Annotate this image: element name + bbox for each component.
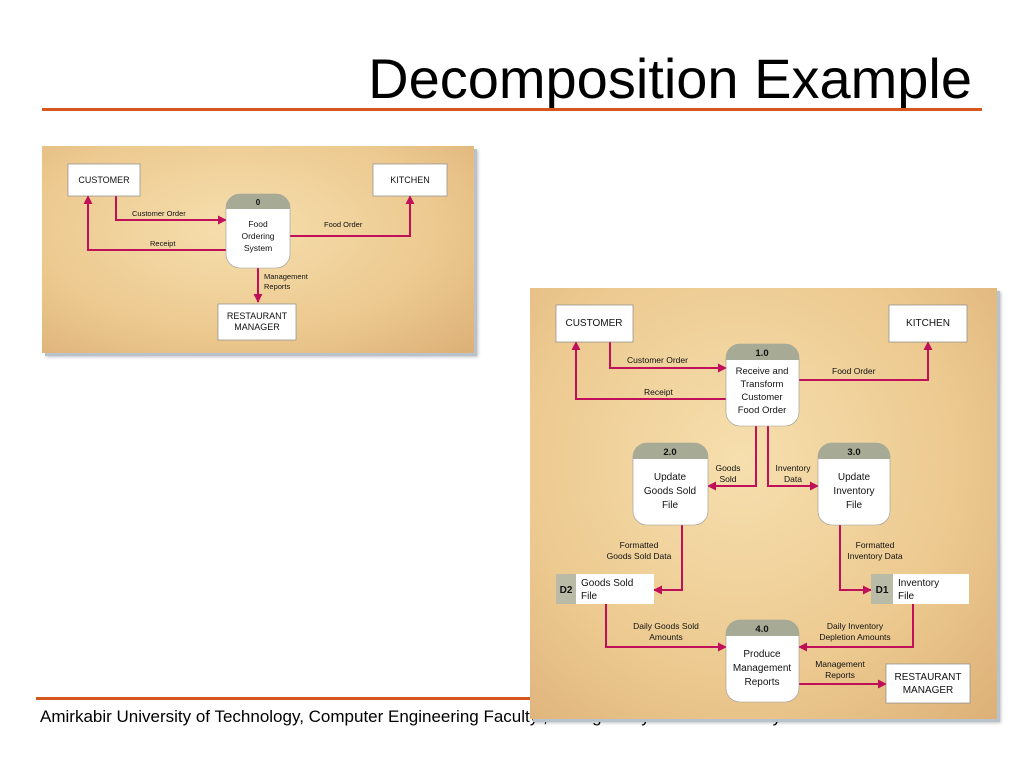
- entity-kitchen-label: KITCHEN: [390, 175, 430, 185]
- process-2-0-name-line3: File: [662, 500, 679, 511]
- data-store-d1-name-line1: Inventory: [898, 578, 939, 589]
- data-store-d2-id: D2: [560, 585, 573, 596]
- label-goods-sold-line1: Goods: [715, 463, 740, 473]
- label-food-order: Food Order: [324, 220, 363, 229]
- process-1-0-id: 1.0: [755, 348, 768, 359]
- level0-diagram: CUSTOMER KITCHEN RESTAURANT MANAGER 1.0 …: [530, 288, 997, 719]
- process-1-0-name-line1: Receive and: [736, 366, 789, 377]
- process-2-0-name-line1: Update: [654, 472, 687, 483]
- entity-kitchen: KITCHEN: [372, 163, 448, 197]
- flow-receipt: [83, 195, 226, 251]
- process-4-0: 4.0 Produce Management Reports: [725, 619, 800, 703]
- process-3-0: 3.0 Update Inventory File: [817, 442, 891, 526]
- data-store-d2-name-line1: Goods Sold: [581, 578, 633, 589]
- process-4-0-id: 4.0: [755, 624, 768, 635]
- label-daily-inventory-line2: Depletion Amounts: [819, 632, 890, 642]
- flow-food-order: [798, 341, 933, 381]
- label-formatted-inventory-line2: Inventory Data: [847, 551, 903, 561]
- process-4-0-name-line1: Produce: [743, 649, 781, 660]
- entity-restaurant-manager: RESTAURANT MANAGER: [217, 303, 297, 341]
- process-0-id: 0: [256, 198, 261, 207]
- context-diagram-svg: CUSTOMER KITCHEN RESTAURANT MANAGER 0 Fo…: [67, 163, 448, 341]
- label-formatted-goods-sold-line1: Formatted: [620, 540, 659, 550]
- label-management-reports-line2: Reports: [264, 282, 291, 291]
- flow-goods-sold: [707, 426, 757, 491]
- label-daily-goods-sold-line1: Daily Goods Sold: [633, 621, 699, 631]
- data-store-d1: D1 Inventory File: [871, 574, 969, 604]
- flow-inventory-data: [767, 426, 819, 491]
- level0-diagram-svg: CUSTOMER KITCHEN RESTAURANT MANAGER 1.0 …: [555, 304, 971, 704]
- process-2-0-name-line2: Goods Sold: [644, 486, 696, 497]
- label-formatted-goods-sold-line2: Goods Sold Data: [607, 551, 672, 561]
- process-4-0-name-line3: Reports: [744, 677, 779, 688]
- process-3-0-id: 3.0: [847, 447, 860, 458]
- manager-label-line2: MANAGER: [903, 685, 954, 696]
- data-store-d1-id: D1: [876, 585, 889, 596]
- data-store-d2: D2 Goods Sold File: [556, 574, 654, 604]
- flow-customer-order: [115, 196, 227, 225]
- slide-title: Decomposition Example: [368, 47, 972, 110]
- label-management-reports-line2: Reports: [825, 670, 855, 680]
- flow-formatted-inventory-data: [839, 525, 872, 595]
- footer-rule: [36, 697, 536, 700]
- flow-food-order: [290, 195, 415, 237]
- context-diagram: CUSTOMER KITCHEN RESTAURANT MANAGER 0 Fo…: [42, 146, 474, 353]
- process-1-0-name-line3: Customer: [741, 392, 782, 403]
- label-goods-sold-line2: Sold: [719, 474, 736, 484]
- label-inventory-data-line2: Data: [784, 474, 802, 484]
- entity-customer: CUSTOMER: [555, 304, 634, 343]
- process-0-name-line1: Food: [248, 219, 268, 229]
- flow-daily-goods-sold-amounts: [605, 604, 727, 652]
- entity-kitchen: KITCHEN: [888, 304, 968, 343]
- process-3-0-name-line3: File: [846, 500, 863, 511]
- entity-restaurant-manager: RESTAURANT MANAGER: [885, 663, 971, 704]
- process-4-0-name-line2: Management: [733, 663, 792, 674]
- label-customer-order: Customer Order: [627, 355, 688, 365]
- label-customer-order: Customer Order: [132, 209, 186, 218]
- label-receipt: Receipt: [150, 239, 176, 248]
- data-store-d2-name-line2: File: [581, 591, 598, 602]
- process-0: 0 Food Ordering System: [225, 193, 291, 269]
- flow-receipt: [571, 341, 726, 400]
- process-1-0-name-line4: Food Order: [738, 405, 787, 416]
- process-1-0-name-line2: Transform: [741, 379, 784, 390]
- label-management-reports-line1: Management: [264, 272, 309, 281]
- flow-formatted-goods-sold-data: [653, 525, 683, 595]
- process-1-0: 1.0 Receive and Transform Customer Food …: [725, 343, 800, 427]
- entity-customer: CUSTOMER: [67, 163, 141, 197]
- manager-label-line2: MANAGER: [234, 322, 280, 332]
- process-0-name-line3: System: [244, 243, 272, 253]
- process-3-0-name-line1: Update: [838, 472, 871, 483]
- process-0-name-line2: Ordering: [241, 231, 274, 241]
- flow-daily-inventory-depletion: [798, 604, 914, 652]
- entity-customer-label: CUSTOMER: [565, 318, 622, 329]
- process-3-0-name-line2: Inventory: [833, 486, 874, 497]
- label-management-reports-line1: Management: [815, 659, 865, 669]
- process-2-0-id: 2.0: [663, 447, 676, 458]
- label-food-order: Food Order: [832, 366, 876, 376]
- entity-kitchen-label: KITCHEN: [906, 318, 950, 329]
- process-2-0: 2.0 Update Goods Sold File: [632, 442, 709, 526]
- flow-customer-order: [609, 342, 727, 373]
- title-underline: [42, 108, 982, 111]
- label-formatted-inventory-line1: Formatted: [856, 540, 895, 550]
- label-daily-inventory-line1: Daily Inventory: [827, 621, 884, 631]
- entity-customer-label: CUSTOMER: [78, 175, 130, 185]
- label-receipt: Receipt: [644, 387, 673, 397]
- manager-label-line1: RESTAURANT: [227, 311, 288, 321]
- data-store-d1-name-line2: File: [898, 591, 915, 602]
- label-daily-goods-sold-line2: Amounts: [649, 632, 683, 642]
- manager-label-line1: RESTAURANT: [894, 672, 961, 683]
- label-inventory-data-line1: Inventory: [776, 463, 812, 473]
